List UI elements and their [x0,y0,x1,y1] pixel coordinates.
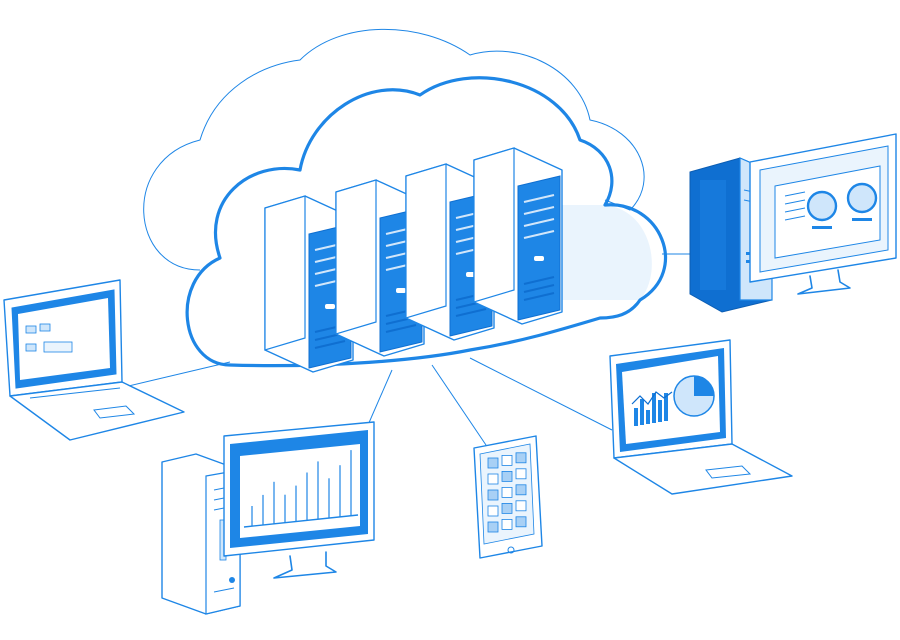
laptop-icon [609,339,793,495]
bar-chart-icon [631,391,673,426]
pie-chart-icon [673,375,715,417]
cloud-back-outline [143,28,645,271]
laptop-icon [3,279,185,441]
connection-lines [119,253,692,449]
server-unit [473,147,563,325]
desktop-monitor-icon [749,133,897,295]
pie-chart-icon [806,190,838,222]
server-unit [405,163,495,341]
server-rack-icon [264,147,563,373]
desktop-monitor-icon [223,421,375,579]
bar-chart-icon [243,450,359,528]
tablet-icon [473,435,543,559]
